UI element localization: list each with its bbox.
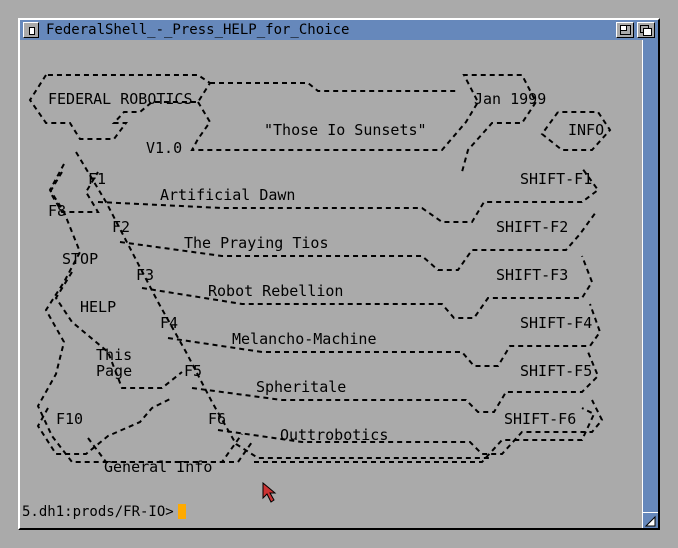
left-diagonal: [75, 151, 492, 459]
shell-prompt[interactable]: 5.dh1:prods/FR-IO>: [22, 504, 186, 520]
header-top-line: [210, 82, 458, 92]
right-border-bar: [642, 40, 658, 528]
menu-title-3[interactable]: Robot Rebellion: [208, 282, 343, 300]
menu-key-f1[interactable]: F1: [88, 170, 106, 188]
row-line-5: [191, 351, 600, 413]
row-line-4: [167, 303, 602, 367]
header-frame: [28, 74, 212, 140]
menu-key-f3[interactable]: F3: [136, 266, 154, 284]
menu-shift-5[interactable]: SHIFT-F5: [520, 362, 592, 380]
general-frame: [87, 437, 253, 463]
this-page-line-2: Page: [96, 362, 132, 380]
menu-title-5[interactable]: Spheritale: [256, 378, 346, 396]
brand-label: FEDERAL ROBOTICS: [48, 90, 193, 108]
version-label: V1.0: [146, 139, 182, 157]
mouse-pointer-icon: [262, 482, 277, 503]
help-key[interactable]: HELP: [80, 298, 116, 316]
menu-key-f2[interactable]: F2: [112, 218, 130, 236]
menu-shift-6[interactable]: SHIFT-F6: [504, 410, 576, 428]
row-line-3: [141, 255, 594, 319]
text-cursor: [177, 504, 186, 519]
f8-key[interactable]: F8: [48, 202, 66, 220]
stop-key[interactable]: STOP: [62, 250, 98, 268]
size-gadget[interactable]: [642, 512, 658, 528]
shell-window: FederalShell_-_Press_HELP_for_Choice: [18, 18, 660, 530]
shell-content: FEDERAL ROBOTICS V1.0 "Those Io Sunsets"…: [22, 42, 640, 528]
menu-title-4[interactable]: Melancho-Machine: [232, 330, 377, 348]
zoom-icon-inner: [620, 25, 627, 31]
help-frame: [54, 271, 183, 389]
menu-key-f4[interactable]: F4: [160, 314, 178, 332]
window-title: FederalShell_-_Press_HELP_for_Choice: [46, 22, 350, 38]
row-line-7: [254, 407, 596, 463]
zoom-gadget[interactable]: [616, 22, 634, 38]
f10-key[interactable]: F10: [56, 410, 83, 428]
title-bar[interactable]: FederalShell_-_Press_HELP_for_Choice: [20, 20, 658, 40]
row-line-1: [97, 167, 600, 223]
menu-title-2[interactable]: The Praying Tios: [184, 234, 329, 252]
f8-frame: [48, 171, 100, 213]
menu-shift-2[interactable]: SHIFT-F2: [496, 218, 568, 236]
this-page-line-1: This: [96, 346, 132, 364]
row-line-2: [119, 211, 597, 271]
depth-icon-front: [643, 28, 652, 36]
header-connector: [190, 74, 538, 173]
prompt-text: 5.dh1:prods/FR-IO>: [22, 504, 174, 520]
menu-title-6[interactable]: Outtrobotics: [280, 426, 388, 444]
f10-frame: [36, 397, 173, 455]
ascii-menu-diagram: FEDERAL ROBOTICS V1.0 "Those Io Sunsets"…: [28, 74, 612, 476]
tagline-label: "Those Io Sunsets": [264, 121, 427, 139]
general-info-label[interactable]: General Info: [104, 458, 212, 476]
depth-gadget[interactable]: [637, 22, 655, 38]
menu-shift-3[interactable]: SHIFT-F3: [496, 266, 568, 284]
menu-key-f5[interactable]: F5: [184, 362, 202, 380]
menu-shift-1[interactable]: SHIFT-F1: [520, 170, 592, 188]
resize-icon: [644, 515, 656, 527]
menu-title-1[interactable]: Artificial Dawn: [160, 186, 295, 204]
close-gadget[interactable]: [23, 22, 39, 38]
close-icon: [29, 27, 35, 35]
menu-key-f6[interactable]: F6: [208, 410, 226, 428]
row-line-6: [217, 399, 604, 455]
date-label: Jan 1999: [474, 90, 546, 108]
info-frame: [540, 111, 612, 151]
menu-shift-4[interactable]: SHIFT-F4: [520, 314, 592, 332]
info-button[interactable]: INFO: [568, 121, 604, 139]
